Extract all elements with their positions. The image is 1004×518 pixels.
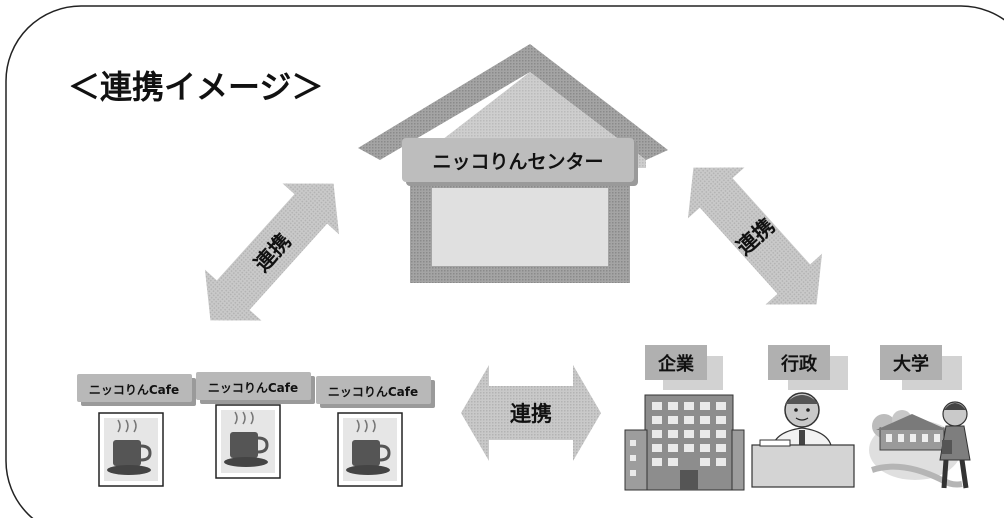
house-roof <box>358 44 668 160</box>
link-label-bottom: 連携 <box>510 402 552 426</box>
center-house: ニッコりんセンター <box>358 44 668 283</box>
cafe-cup-icon <box>215 404 281 479</box>
partner-label-university: 大学 <box>893 353 929 375</box>
cafe-group: ニッコりんCafe ニッコりんCafe <box>77 372 431 487</box>
office-building-icon <box>624 394 745 491</box>
official-person-icon <box>751 392 855 488</box>
center-label-box <box>402 138 634 182</box>
partner-label-company: 企業 <box>657 353 695 375</box>
link-arrow-right: 連携 <box>687 167 823 305</box>
cafe-2: ニッコりんCafe <box>196 372 311 479</box>
partner-government: 行政 <box>751 345 855 488</box>
cafe-cup-icon <box>337 412 403 487</box>
partner-group: 企業 行政 <box>624 345 971 491</box>
link-arrow-left: 連携 <box>204 183 340 321</box>
partner-university: 大学 <box>869 345 971 489</box>
diagram-title: ＜連携イメージ＞ <box>68 68 323 106</box>
cafe-3: ニッコりんCafe <box>316 376 431 487</box>
center-label: ニッコりんセンター <box>432 151 603 173</box>
partner-label-government: 行政 <box>780 353 818 375</box>
cafe-cup-icon <box>98 412 164 487</box>
link-arrow-bottom: 連携 <box>461 365 601 461</box>
cafe-1: ニッコりんCafe <box>77 374 192 487</box>
partner-company: 企業 <box>624 345 745 491</box>
campus-student-icon <box>869 401 971 489</box>
outer-frame <box>5 5 1004 518</box>
house-window <box>432 188 608 266</box>
cafe-label-1: ニッコりんCafe <box>89 383 179 397</box>
cafe-label-2: ニッコりんCafe <box>208 381 298 395</box>
cafe-label-3: ニッコりんCafe <box>328 385 418 399</box>
